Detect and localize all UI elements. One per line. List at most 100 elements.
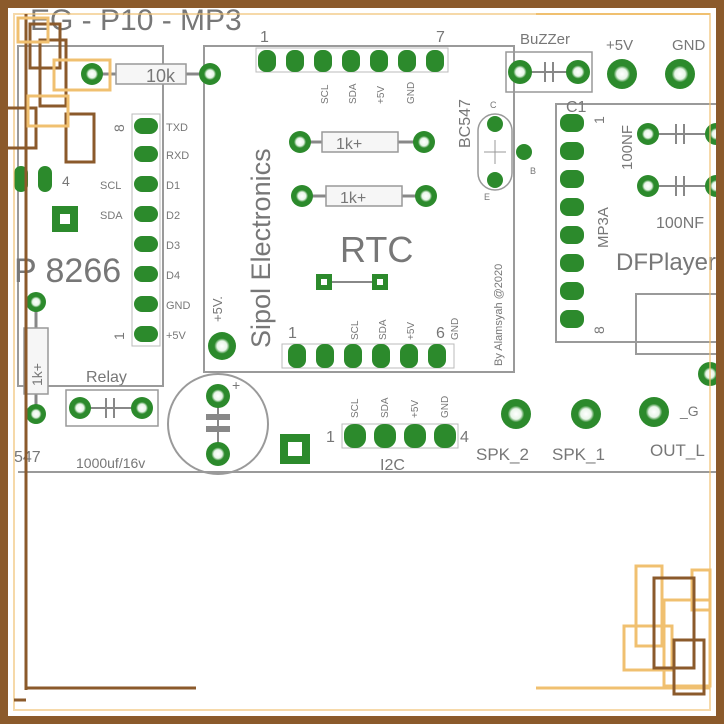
pad — [199, 63, 221, 85]
pad — [81, 63, 103, 85]
rtc-top-pin-7: 7 — [436, 29, 445, 46]
gnd-small-label: _G — [679, 403, 699, 419]
resistor-1k-side: 1k+ — [23, 292, 49, 424]
power-gnd-pad — [665, 59, 695, 89]
mp3-cap-1: 100NF — [619, 123, 724, 170]
pad — [291, 185, 313, 207]
i2c-label-5v: +5V — [410, 400, 421, 418]
buzzer-label: BuZZer — [520, 31, 570, 48]
cap-big: + 1000uf/16v — [76, 377, 240, 471]
pad — [566, 60, 590, 84]
i2c-pin1: 1 — [326, 429, 335, 446]
rtc-top-label-gnd: GND — [406, 82, 417, 104]
resistor-1k-side-label: 1k+ — [29, 363, 45, 386]
rtc-credit: By Alamsyah @2020 — [493, 264, 505, 366]
esp-outline — [17, 45, 164, 387]
pad — [26, 404, 46, 424]
esp-left-sda: SDA — [100, 210, 123, 222]
transistor-bc547: BC547 C B E — [457, 99, 536, 202]
transistor-pin-c: C — [490, 100, 497, 110]
rtc-5v-pad — [208, 332, 236, 360]
esp-left-scl: SCL — [100, 180, 121, 192]
cap-big-outline — [167, 373, 269, 475]
i2c-label-sda: SDA — [380, 397, 391, 418]
rtc-brand: Sipol Electronics — [246, 148, 276, 348]
rtc-outline — [203, 45, 515, 373]
resistor-1k-a: 1k+ — [289, 131, 435, 153]
pad — [206, 442, 230, 466]
rtc-bottom-label-scl: SCL — [350, 320, 361, 340]
mp3-outline — [555, 103, 724, 343]
mp3-module: C1 1 8 MP3A 100NF 100NF — [560, 99, 724, 334]
esp-pin-d2: D2 — [166, 210, 180, 222]
pad — [206, 384, 230, 408]
power-5v-pad — [607, 59, 637, 89]
rtc-jumper — [316, 274, 388, 290]
out-pad — [639, 397, 669, 427]
header-title: EG - P10 - MP3 — [30, 4, 242, 37]
esp-pin-rxd: RXD — [166, 150, 189, 162]
esp-num-4: 4 — [62, 173, 70, 189]
rtc-top-label-scl: SCL — [320, 84, 331, 104]
rtc-top-label-5v: +5V — [376, 86, 387, 104]
esp-pin-gnd: GND — [166, 300, 191, 312]
spk2-label: SPK_2 — [476, 445, 529, 464]
spk1-pad — [571, 399, 601, 429]
esp-pin-txd: TXD — [166, 122, 188, 134]
rtc-bottom-pin-1: 1 — [288, 325, 297, 342]
power-5v-label: +5V — [606, 37, 633, 54]
pad — [69, 397, 91, 419]
esp-label: P 8266 — [14, 252, 121, 290]
pad — [413, 131, 435, 153]
mp3-cap1-label: 100NF — [619, 125, 636, 170]
resistor-10k-label: 10k — [146, 66, 176, 86]
pad — [637, 175, 659, 197]
resistor-10k: 10k — [81, 63, 221, 86]
esp-left-pads — [14, 166, 52, 192]
esp-pin-d1: D1 — [166, 180, 180, 192]
transistor-name: BC547 — [457, 99, 474, 148]
transistor-pin-e: E — [484, 192, 490, 202]
rtc-bottom-label-gnd: GND — [450, 318, 461, 340]
resistor-1k-b: 1k+ — [291, 185, 437, 207]
spk2-pad — [501, 399, 531, 429]
buzzer: BuZZer — [505, 31, 593, 93]
esp-pin-d3: D3 — [166, 240, 180, 252]
pad — [415, 185, 437, 207]
pad — [289, 131, 311, 153]
rtc-bottom-label-5v: +5V — [406, 322, 417, 340]
rtc-5v-label: +5V. — [210, 296, 225, 322]
mp3-module-label: DFPlayer — [616, 249, 716, 276]
rtc-bottom-label-sda: SDA — [378, 319, 389, 340]
transistor-pin-b: B — [530, 166, 536, 176]
i2c-label: I2C — [380, 457, 405, 474]
rtc-top-header: 1 7 SCL SDA +5V GND — [255, 29, 449, 104]
pad — [508, 60, 532, 84]
relay-label: Relay — [86, 369, 127, 386]
i2c-pin4: 4 — [460, 429, 469, 446]
pad — [131, 397, 153, 419]
pad — [637, 123, 659, 145]
cap-big-label: 1000uf/16v — [76, 455, 145, 471]
rtc-top-label-sda: SDA — [348, 83, 359, 104]
esp-pin1-label: 1 — [111, 332, 127, 340]
esp-module: TXD RXD D1 D2 D3 D4 GND +5V SCL SDA 8 1 … — [14, 113, 191, 347]
pad — [26, 292, 46, 312]
i2c-label-gnd: GND — [440, 396, 451, 418]
resistor-1k-a-label: 1k+ — [336, 136, 362, 153]
esp-pin-d4: D4 — [166, 270, 180, 282]
i2c-header: 1 4 SCL SDA +5V GND I2C — [326, 396, 469, 474]
rtc-bottom-header: 1 6 SCL SDA +5V GND — [281, 318, 461, 369]
spk1-label: SPK_1 — [552, 445, 605, 464]
mp3-chip-label: MP3A — [595, 207, 612, 248]
relay: Relay — [65, 369, 159, 427]
cap-big-plus: + — [232, 377, 240, 393]
rtc-top-pin-1: 1 — [260, 29, 269, 46]
mp3-c1-label: C1 — [566, 99, 587, 116]
resistor-1k-b-label: 1k+ — [340, 190, 366, 207]
dfplayer-sub-outline — [635, 293, 724, 355]
mp3-pin8-label: 8 — [591, 326, 607, 334]
